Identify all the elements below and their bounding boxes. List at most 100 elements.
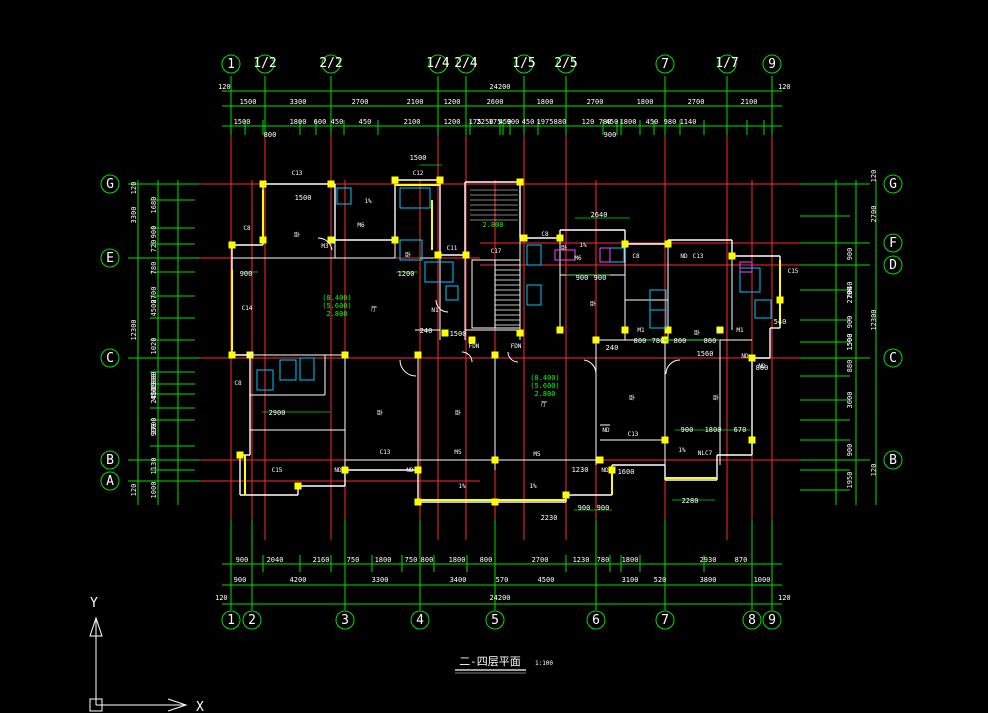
door-window-tag: ND — [246, 352, 254, 359]
dim-top-edge-left: 120 — [218, 83, 231, 91]
dim-interior: 1800 — [705, 426, 722, 434]
dim-interior: 540 — [774, 318, 787, 326]
dim-interior: 1600 — [618, 468, 635, 476]
axis-label-bottom-bubble — [586, 610, 606, 630]
door-window-tag: C13 — [628, 431, 639, 438]
dim-interior: 900 — [594, 274, 607, 282]
axis-label-top: 1 — [227, 57, 235, 72]
axis-label-top: 1/7 — [715, 56, 738, 71]
door-window-tag: C15 — [788, 268, 799, 275]
structural-column — [716, 326, 724, 334]
dim-right-outer: 120 — [870, 170, 878, 183]
axis-label-right-bubble — [883, 233, 903, 253]
door-window-tag: C15 — [272, 467, 283, 474]
dim-bottom-row1: 2160 — [313, 556, 330, 564]
dim-left-inner: 1000 — [150, 482, 158, 499]
structural-column — [327, 236, 335, 244]
dim-interior: 1500 — [450, 330, 467, 338]
axis-label-right-bubble — [883, 450, 903, 470]
dim-right-inner: 2040 — [846, 282, 854, 299]
axis-label-top-bubble — [655, 54, 675, 74]
axis-label-bottom-bubble — [485, 610, 505, 630]
dim-left-inner: 780 — [150, 262, 158, 275]
axis-label-left-bubble — [100, 248, 120, 268]
dim-bottom-row1: 2700 — [532, 556, 549, 564]
dim-bottom-row1: 2040 — [267, 556, 284, 564]
dim-right-inner: 900 — [846, 316, 854, 329]
axis-label-bottom-bubble — [655, 610, 675, 630]
dim-interior: 2900 — [269, 409, 286, 417]
door-swing — [399, 359, 417, 377]
dim-bottom-row2: 520 — [654, 576, 667, 584]
dim-top-row2: 450 — [646, 118, 659, 126]
dim-interior: 1230 — [572, 466, 589, 474]
axis-label-bottom-bubble — [742, 610, 762, 630]
axis-label-right-bubble — [883, 255, 903, 275]
axis-label-top: 1/5 — [512, 56, 535, 71]
sanitary-fixture — [424, 261, 454, 283]
dim-interior: 900 — [240, 270, 253, 278]
axis-label-bottom: 7 — [661, 613, 669, 628]
dim-interior: 1500 — [410, 154, 427, 162]
dim-interior: 800 — [674, 337, 687, 345]
dim-bottom-row1: 800 — [480, 556, 493, 564]
axis-label-top: 9 — [768, 57, 776, 72]
dim-left-inner: 450 — [150, 388, 158, 401]
dim-top-row2: 450 — [499, 118, 512, 126]
door-swing — [435, 299, 449, 313]
door-window-tag: C14 — [242, 305, 253, 312]
dim-top-row2: 980 — [664, 118, 677, 126]
dim-interior: 1200 — [398, 270, 415, 278]
dim-bottom-edge-right: 120 — [778, 594, 791, 602]
dim-top-row2: 600 — [314, 118, 327, 126]
dim-interior: 1500 — [295, 194, 312, 202]
axis-label-left-bubble — [100, 450, 120, 470]
dim-top-row1: 2600 — [487, 98, 504, 106]
dim-bottom-row2: 1000 — [754, 576, 771, 584]
structural-column — [516, 329, 524, 337]
dim-interior: 780 — [652, 337, 665, 345]
sanitary-fixture — [299, 357, 315, 381]
structural-column — [520, 234, 528, 242]
door-window-tag: ND — [680, 253, 688, 260]
door-window-tag: C13 — [693, 253, 704, 260]
drain-slope: 1% — [529, 483, 537, 490]
door-window-tag: M6 — [574, 255, 582, 262]
axis-label-right-bubble — [883, 348, 903, 368]
structural-column — [592, 336, 600, 344]
axis-label-top: 1/4 — [426, 56, 450, 71]
drawing-scale: 1:100 — [535, 660, 553, 667]
door-window-tag: C8 — [541, 231, 549, 238]
dim-bottom-row1: 1800 — [622, 556, 639, 564]
door-window-tag: M3 — [321, 243, 329, 250]
structural-column — [327, 180, 335, 188]
dim-top-row1: 1800 — [637, 98, 654, 106]
axis-label-top-bubble — [514, 54, 534, 74]
door-window-tag: FDN — [511, 343, 522, 350]
axis-label-bottom-bubble — [762, 610, 782, 630]
ucs-y-arrow — [89, 616, 103, 637]
dim-bottom-edge-left: 120 — [215, 594, 228, 602]
sanitary-fixture — [609, 247, 625, 263]
axis-label-bottom-bubble — [410, 610, 430, 630]
ucs-y-label: Y — [90, 596, 98, 611]
structural-column — [748, 436, 756, 444]
dim-left-outer: 3300 — [130, 207, 138, 224]
structural-column — [621, 326, 629, 334]
structural-column — [661, 436, 669, 444]
structural-column — [664, 326, 672, 334]
door-swing — [507, 351, 519, 363]
door-window-tag: M1 — [716, 327, 724, 334]
dim-top-row2: 1500 — [234, 118, 251, 126]
dim-left-inner: 2700 — [150, 418, 158, 435]
door-window-tag: C11 — [447, 245, 458, 252]
door-window-tag: M1 — [637, 327, 645, 334]
door-window-tag: C8 — [632, 253, 640, 260]
axis-label-bottom-bubble — [335, 610, 355, 630]
structural-column — [491, 351, 499, 359]
sanitary-fixture — [526, 244, 542, 266]
dim-top-row2: 900 — [507, 118, 520, 126]
ucs-origin-box — [89, 698, 103, 712]
dim-top-row2: 2100 — [404, 118, 421, 126]
door-window-tag: ND — [602, 427, 610, 434]
